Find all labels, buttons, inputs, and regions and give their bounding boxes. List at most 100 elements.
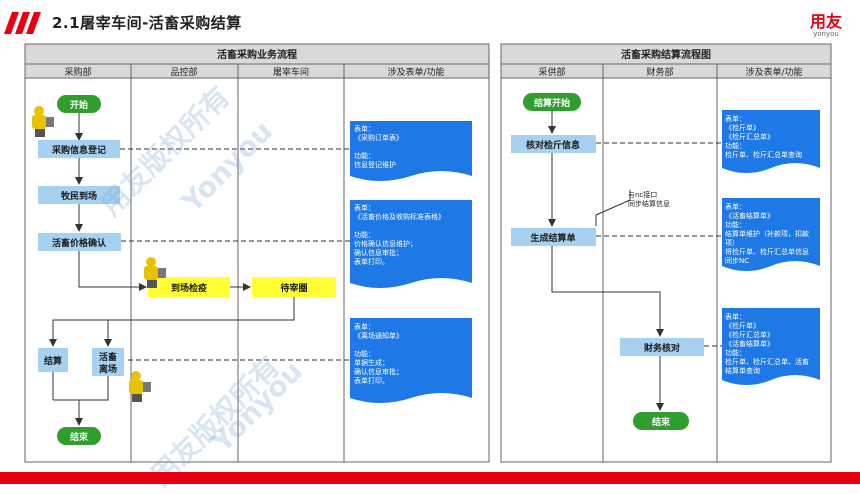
- leave-box: [92, 348, 124, 376]
- left-diagram-title: 活畜采购业务流程: [217, 48, 297, 61]
- footer-bar: [0, 472, 860, 484]
- lane-label-supply: 采供部: [538, 66, 565, 78]
- doc-line: 将检斤单、检斤汇总单信息: [725, 247, 809, 256]
- doc-line: 《检斤单》: [725, 123, 760, 132]
- doc-line: 功能：: [354, 230, 375, 239]
- title-bar: 2.1屠宰车间-活畜采购结算 用友 yonyou: [0, 0, 860, 44]
- doc-line: 《检斤汇总单》: [725, 132, 774, 141]
- doc-shape: [722, 110, 820, 173]
- verify-weight-label: 核对检斤信息: [526, 139, 580, 151]
- lane-label-qc: 品控部: [170, 66, 197, 78]
- left-lane-header: [24, 63, 490, 79]
- doc-line: 表单：: [354, 322, 375, 331]
- doc-line: 项）: [725, 239, 739, 247]
- flowchart-canvas: 活畜采购业务流程 采购部 品控部 屠宰车间 涉及表单/功能 开始 采购信息登记 …: [24, 43, 832, 463]
- nc-note-line: 同步结算信息: [628, 199, 670, 208]
- right-diagram-title: 活畜采购结算流程图: [621, 48, 711, 61]
- left-diagram: 活畜采购业务流程 采购部 品控部 屠宰车间 涉及表单/功能 开始 采购信息登记 …: [24, 43, 490, 463]
- doc-text-group: 表单： 《采购订单表》 功能： 信息登记维护 表单： 《活畜价格及收购标准表格》…: [354, 124, 445, 385]
- doc-line: 《检斤单》: [725, 321, 760, 330]
- doc-line: 单据生成；: [354, 358, 389, 367]
- logo-text: 用友: [809, 12, 842, 31]
- generate-settlement-box: [511, 228, 596, 246]
- lane-label-purchase: 采购部: [64, 66, 91, 78]
- doc-line: 《活畜价格及收购标准表格》: [354, 212, 445, 221]
- doc-text-group: 表单： 《检斤单》 《检斤汇总单》 功能： 检斤单、检斤汇总单查询 表单： 《活…: [725, 114, 809, 375]
- settle-end-terminal: [633, 412, 689, 430]
- doc-line: 功能：: [725, 141, 746, 150]
- herdsman-label: 牧民到场: [61, 190, 97, 202]
- doc-line: 信息登记维护: [354, 160, 396, 169]
- doc-shape: [350, 200, 472, 288]
- doc-line: 检斤单、检斤汇总单、活畜: [725, 357, 809, 366]
- flow-arrow: [78, 251, 147, 291]
- herdsman-box: [38, 186, 120, 204]
- leave-label-line2: 离场: [99, 363, 117, 375]
- doc-line: 表单：: [354, 203, 375, 212]
- doc-line: 确认信息审批；: [354, 248, 403, 257]
- doc-line: 表单：: [725, 312, 746, 321]
- doc-line: 功能：: [354, 349, 375, 358]
- finance-check-label: 财务核对: [643, 342, 680, 354]
- settle-box: [38, 348, 68, 372]
- settle-end-label: 结束: [652, 416, 671, 428]
- logo-subtext: yonyou: [813, 30, 839, 38]
- doc-shape: [722, 198, 820, 271]
- doc-line: 表单：: [725, 202, 746, 211]
- doc-line: 确认信息审批；: [354, 367, 403, 376]
- lane-label-finance: 财务部: [646, 66, 673, 78]
- start-terminal: [57, 95, 101, 113]
- doc-shape: [350, 121, 472, 181]
- doc-line: 检斤单、检斤汇总单查询: [725, 150, 802, 159]
- doc-shape: [350, 318, 472, 403]
- end-terminal: [57, 427, 101, 445]
- settle-label: 结算: [44, 355, 62, 367]
- purchase-info-label: 采购信息登记: [51, 144, 106, 156]
- lane-label-slaughter: 屠宰车间: [273, 66, 309, 78]
- worker-icon: [32, 106, 54, 137]
- brand-logo: 用友 yonyou: [796, 8, 856, 40]
- settle-start-label: 结算开始: [534, 97, 570, 109]
- doc-line: 同步NC: [725, 257, 749, 265]
- lane-label-forms: 涉及表单/功能: [387, 66, 444, 78]
- doc-line: 价格确认信息维护；: [354, 239, 417, 248]
- worker-icon: [144, 257, 166, 288]
- doc-line: 表单：: [354, 124, 375, 133]
- doc-line: 结算单维护（补款项，扣款: [725, 229, 809, 238]
- quarantine-label: 到场检疫: [171, 282, 207, 294]
- doc-line: 表单打印。: [354, 257, 389, 266]
- settle-start-terminal: [523, 93, 581, 111]
- doc-line: 功能：: [354, 151, 375, 160]
- worker-icon: [129, 371, 151, 402]
- doc-line: 功能：: [725, 348, 746, 357]
- pen-box: [252, 277, 336, 297]
- flow-arrow: [49, 297, 295, 347]
- doc-line: 《检斤汇总单》: [725, 330, 774, 339]
- generate-settlement-label: 生成结算单: [530, 232, 575, 244]
- page-title: 2.1屠宰车间-活畜采购结算: [52, 14, 242, 32]
- end-label: 结束: [70, 431, 89, 443]
- leave-label-line1: 活畜: [99, 351, 117, 363]
- quarantine-box: [148, 277, 230, 297]
- price-confirm-box: [38, 233, 121, 251]
- lane-label-forms: 涉及表单/功能: [745, 66, 802, 78]
- pen-label: 待宰圈: [280, 282, 307, 294]
- doc-line: 《采购订单表》: [354, 133, 403, 142]
- note-callout: [595, 190, 631, 226]
- doc-line: 《活畜结算单》: [725, 339, 774, 348]
- start-label: 开始: [70, 99, 88, 111]
- doc-shape: [722, 308, 820, 385]
- purchase-info-box: [38, 140, 120, 158]
- doc-line: 《离场通知单》: [354, 331, 403, 340]
- doc-line: 结算单查询: [725, 366, 760, 375]
- price-confirm-label: 活畜价格确认: [52, 237, 107, 249]
- finance-check-box: [620, 338, 704, 356]
- doc-line: 表单打印。: [354, 376, 389, 385]
- doc-line: 表单：: [725, 114, 746, 123]
- flow-arrow: [53, 376, 109, 401]
- doc-line: 《活畜结算单》: [725, 211, 774, 220]
- right-diagram: 活畜采购结算流程图 采供部 财务部 涉及表单/功能 结算开始 核对检斤信息 生成…: [500, 43, 832, 463]
- verify-weight-box: [511, 135, 596, 153]
- right-lane-header: [500, 63, 832, 79]
- flow-arrow: [551, 246, 664, 337]
